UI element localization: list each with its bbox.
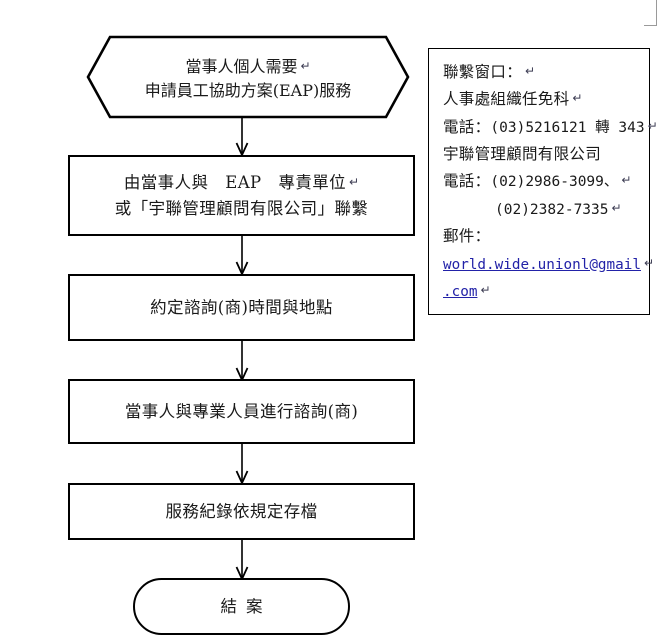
contact-line-email-label: 郵件： bbox=[443, 227, 491, 246]
paragraph-mark-icon: ↵ bbox=[572, 91, 583, 106]
connector-consult-to-archive bbox=[235, 444, 249, 484]
contact-line-email-part-2[interactable]: .com↵ bbox=[443, 278, 639, 305]
page-corner-marker bbox=[644, 0, 657, 26]
contact-line-phone-company-2: (02)2382-7335↵ bbox=[443, 196, 639, 224]
contact-line-window: 聯繫窗口：↵ bbox=[443, 63, 536, 81]
hexagon-outline bbox=[86, 35, 410, 119]
email-link[interactable]: world.wide.unionl@gmail bbox=[443, 256, 641, 273]
flow-node-archive[interactable]: 服務紀錄依規定存檔 bbox=[68, 483, 415, 540]
contact-line-phone-hr: 電話：(03)5216121 轉 343↵ bbox=[443, 117, 658, 136]
flow-node-consult-line-1: 當事人與專業人員進行諮詢(商) bbox=[124, 401, 359, 421]
connector-archive-to-end bbox=[235, 540, 249, 580]
contact-line-department: 人事處組織任免科↵ bbox=[443, 90, 583, 109]
connector-start-to-contact-unit bbox=[235, 118, 249, 156]
flow-node-end-line-1: 結案 bbox=[220, 596, 272, 616]
contact-info-box: 聯繫窗口：↵ 人事處組織任免科↵ 電話：(03)5216121 轉 343↵ 宇… bbox=[428, 48, 658, 315]
paragraph-mark-icon: ↵ bbox=[300, 59, 311, 73]
contact-line-email-part-1[interactable]: world.wide.unionl@gmail↵ bbox=[443, 251, 654, 278]
flow-node-start-line-2: 申請員工協助方案(EAP)服務 bbox=[144, 81, 352, 100]
paragraph-mark-icon: ↵ bbox=[349, 175, 360, 190]
email-link-continued[interactable]: .com bbox=[443, 283, 478, 300]
flow-node-contact-unit-line-2: 或「宇聯管理顧問有限公司」聯繫 bbox=[114, 198, 369, 218]
phone-number-company-2: (02)2382-7335 bbox=[495, 201, 609, 218]
flow-node-schedule[interactable]: 約定諮詢(商)時間與地點 bbox=[68, 274, 415, 341]
flow-node-start-line-1: 當事人個人需要↵ bbox=[185, 57, 311, 76]
flow-node-end[interactable]: 結案 bbox=[133, 578, 350, 635]
phone-number-hr: (03)5216121 轉 343 bbox=[490, 119, 645, 136]
flow-node-contact-unit-line-1: 由當事人與 EAP 專責單位↵ bbox=[123, 173, 360, 193]
paragraph-mark-icon: ↵ bbox=[643, 255, 655, 270]
phone-number-company-1: (02)2986-3099、 bbox=[490, 174, 619, 191]
contact-line-company: 宇聯管理顧問有限公司 bbox=[443, 145, 602, 164]
flow-node-consult[interactable]: 當事人與專業人員進行諮詢(商) bbox=[68, 379, 415, 444]
paragraph-mark-icon: ↵ bbox=[480, 282, 491, 297]
flow-node-start[interactable]: 當事人個人需要↵ 申請員工協助方案(EAP)服務 bbox=[86, 35, 410, 119]
flow-node-schedule-line-1: 約定諮詢(商)時間與地點 bbox=[150, 297, 333, 317]
paragraph-mark-icon: ↵ bbox=[647, 118, 658, 133]
contact-line-phone-company-1: 電話：(02)2986-3099、↵ bbox=[443, 172, 632, 191]
flow-node-archive-line-1: 服務紀錄依規定存檔 bbox=[165, 501, 318, 521]
paragraph-mark-icon: ↵ bbox=[611, 200, 622, 215]
paragraph-mark-icon: ↵ bbox=[621, 173, 632, 188]
flow-node-contact-unit[interactable]: 由當事人與 EAP 專責單位↵ 或「宇聯管理顧問有限公司」聯繫 bbox=[68, 155, 415, 236]
connector-schedule-to-consult bbox=[235, 341, 249, 381]
paragraph-mark-icon: ↵ bbox=[525, 64, 536, 78]
connector-contact-unit-to-schedule bbox=[235, 236, 249, 275]
